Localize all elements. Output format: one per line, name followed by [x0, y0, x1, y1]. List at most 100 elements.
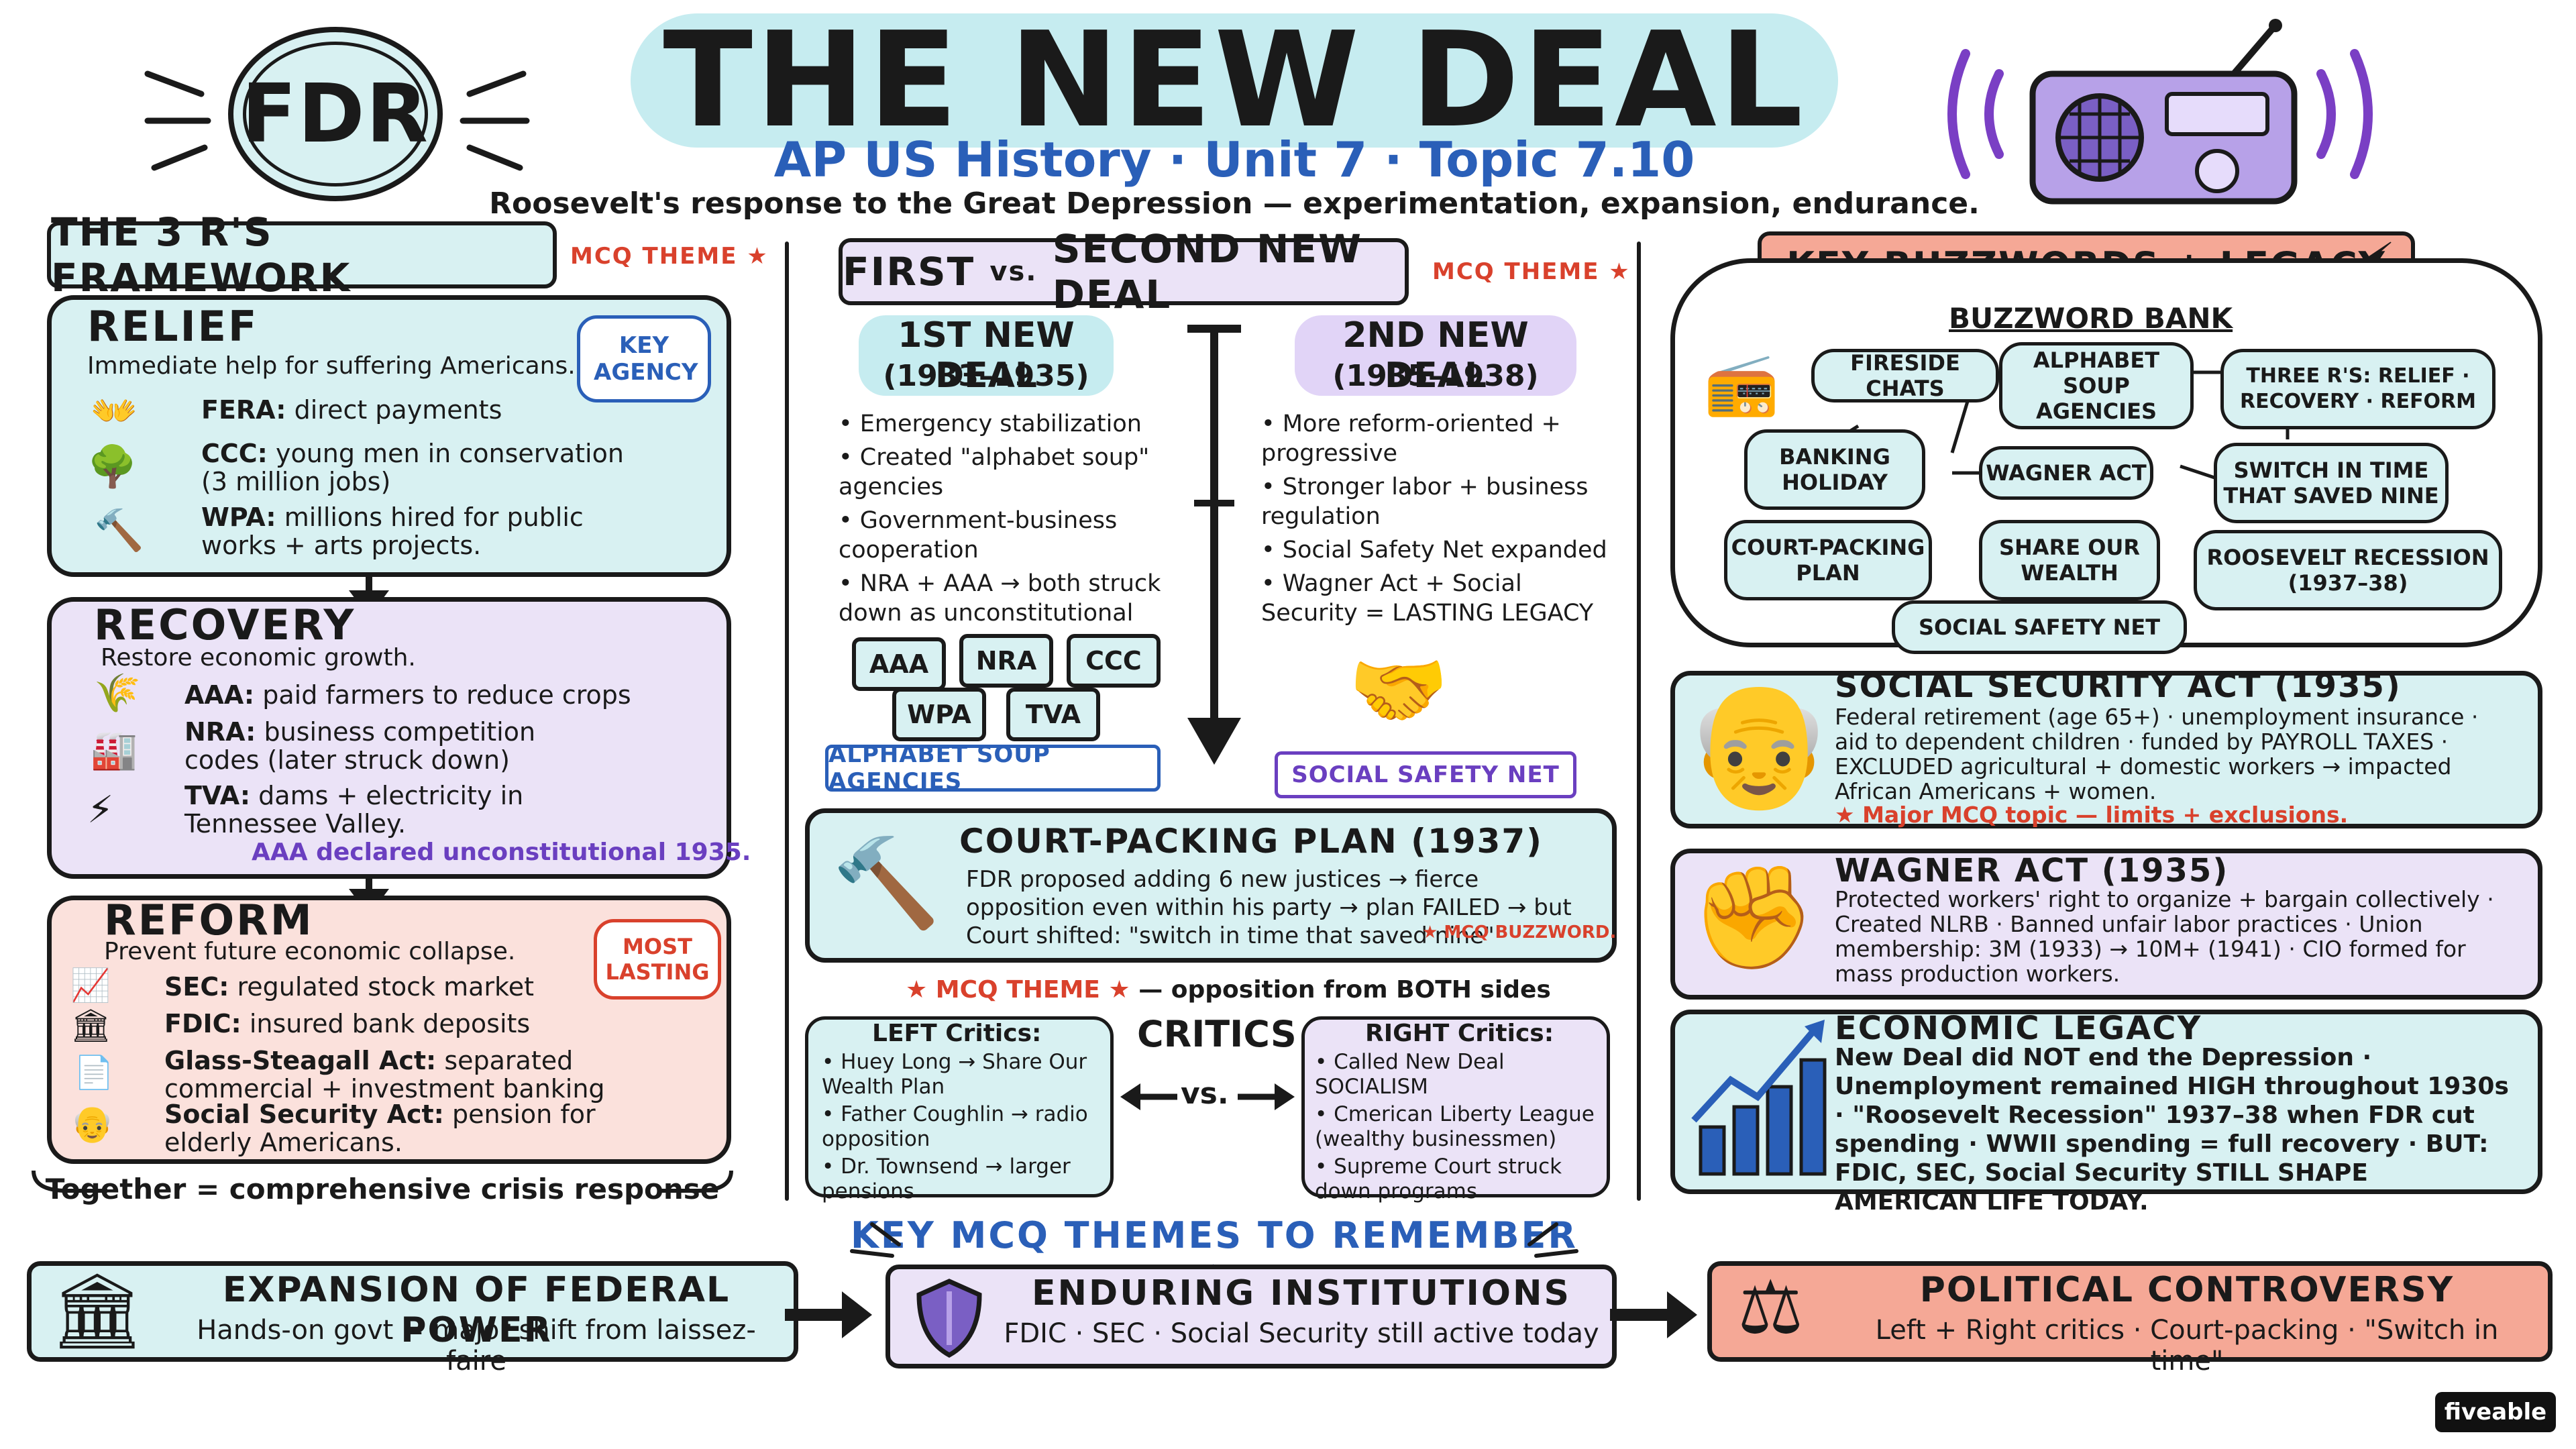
vs-arrows-icon [1120, 1083, 1295, 1110]
column-divider-right [1637, 241, 1641, 1201]
growth-chart-icon [1691, 1020, 1827, 1176]
first-deal-bullet: • Created "alphabet soup" agencies [839, 444, 1150, 500]
handshake-icon: 🤝 [1348, 644, 1449, 737]
left-critic-item: • Dr. Townsend → larger pensions [822, 1155, 1071, 1203]
right-critic-item: • Supreme Court struck down programs [1315, 1155, 1562, 1203]
middle-mcq-tag: MCQ Theme ★ [1432, 258, 1631, 285]
reform-heading: Reform [104, 896, 314, 945]
social-safety-net-label: Social Safety Net [1275, 751, 1576, 798]
elderly-person-icon: 👴 [70, 1104, 114, 1144]
capitol-icon: 🏛 [50, 1268, 144, 1354]
arrow-stem-1 [366, 577, 372, 597]
tree-shovel-icon: 🌳 [87, 443, 138, 490]
scales-icon: ⚖ [1737, 1265, 1804, 1350]
arrow-stem-2 [366, 877, 372, 896]
second-deal-bullet: • More reform-oriented + progressive [1261, 411, 1561, 467]
helping-hands-icon: 👐 [91, 390, 138, 433]
stock-chart-icon: 📈 [70, 967, 111, 1004]
ssa-tag: ★ Major MCQ topic — limits + exclusions. [1835, 802, 2349, 828]
fdr-badge-text: FDR [241, 67, 429, 161]
bank-shield-icon: 🏛 [70, 1007, 111, 1044]
left-critic-item: • Father Coughlin → radio opposition [822, 1102, 1088, 1151]
wagner-heading: Wagner Act (1935) [1835, 852, 2229, 890]
recovery-item-tva: TVA: dams + electricity in Tennessee Val… [184, 781, 524, 839]
recovery-heading: Recovery [94, 600, 356, 649]
document-icon: 📄 [74, 1054, 114, 1091]
agency-block-ccc: CCC [1067, 634, 1161, 688]
column-divider-left [785, 241, 789, 1201]
right-critic-item: • Called New Deal SOCIALISM [1315, 1050, 1505, 1099]
left-critics-heading: LEFT Critics: [872, 1020, 1042, 1047]
key-agency-badge: Key Agency [577, 315, 711, 402]
critics-vs-label: vs. [1181, 1077, 1229, 1111]
ssa-heading: Social Security Act (1935) [1835, 667, 2402, 705]
agency-block-aaa: AAA [852, 637, 946, 691]
buzzword-bank-label: Buzzword Bank [1949, 302, 2233, 335]
first-deal-heading: 1st New Deal [898, 315, 1075, 396]
elderly-man-icon: 👴 [1684, 674, 1835, 814]
first-deal-bullet: • Emergency stabilization [839, 411, 1142, 437]
chip-roosevelt-recession: Roosevelt Recession (1937–38) [2194, 530, 2502, 610]
middle-section-title: First vs. Second New Deal [839, 226, 1409, 317]
dam-lightning-icon: ⚡ [87, 788, 114, 832]
left-section-title: The 3 R's Framework [47, 209, 557, 301]
recovery-desc: Restore economic growth. [101, 644, 416, 672]
first-deal-bullet: • Government-business cooperation [839, 507, 1118, 564]
reform-item-social-security: Social Security Act: pension for elderly… [164, 1099, 596, 1157]
theme-controversy-head: Political Controversy [1919, 1270, 2455, 1310]
theme-card-enduring [885, 1265, 1617, 1368]
chip-share-our-wealth: Share Our Wealth [1979, 520, 2160, 600]
critics-mcq-tag: ★ MCQ Theme ★ — opposition from BOTH sid… [906, 976, 1551, 1004]
left-critics-list: • Huey Long → Share Our Wealth Plan • Fa… [822, 1050, 1104, 1204]
recovery-item-aaa: AAA: paid farmers to reduce crops [184, 680, 631, 710]
reform-item-sec: SEC: regulated stock market [164, 972, 534, 1002]
theme-arrow-1-icon [785, 1291, 872, 1338]
second-deal-bullet: • Wagner Act + Social Security = LASTING… [1261, 570, 1594, 627]
chip-alphabet-soup: Alphabet Soup Agencies [1999, 342, 2194, 429]
theme-federal-power-text: Hands-on govt = major shift from laissez… [197, 1315, 756, 1377]
wagner-card [1670, 849, 2542, 1000]
chip-three-rs: Three R's: Relief · Recovery · Reform [2220, 349, 2496, 429]
relief-card [47, 295, 731, 577]
relief-item-ccc: CCC: young men in conservation (3 millio… [201, 439, 624, 496]
theme-federal-power-head: Expansion of Federal Power [222, 1270, 731, 1350]
wheat-icon: 🌾 [94, 672, 141, 715]
reform-item-fdic: FDIC: insured bank deposits [164, 1009, 531, 1038]
court-packing-text: FDR proposed adding 6 new justices → fie… [966, 866, 1572, 949]
burst-lines-icon [144, 70, 530, 171]
court-packing-heading: Court-Packing Plan (1937) [959, 822, 1543, 861]
chip-wagner-act: Wagner Act [1979, 446, 2153, 500]
shield-icon [916, 1279, 982, 1358]
econ-legacy-heading: Economic Legacy [1835, 1010, 2202, 1047]
agency-block-tva: TVA [1006, 688, 1100, 741]
right-critics-card [1301, 1016, 1610, 1197]
left-critic-item: • Huey Long → Share Our Wealth Plan [822, 1050, 1087, 1099]
theme-card-federal-power [27, 1261, 798, 1362]
right-critics-list: • Called New Deal SOCIALISM • Cmerican L… [1315, 1050, 1603, 1204]
second-deal-heading: 2nd New Deal [1342, 315, 1529, 396]
chip-social-safety-net: Social Safety Net [1892, 600, 2187, 654]
fist-handshake-icon: ✊ [1690, 859, 1816, 976]
relief-item-fera: FERA: direct payments [201, 395, 502, 425]
theme-enduring-text: FDIC · SEC · Social Security still activ… [1004, 1318, 1599, 1349]
chip-banking-holiday: Banking Holiday [1744, 429, 1925, 510]
second-deal-bullets: • More reform-oriented + progressive • S… [1261, 409, 1623, 628]
page-subtitle: AP US History · Unit 7 · Topic 7.10 [773, 131, 1695, 188]
court-packing-card [805, 808, 1617, 963]
ssa-card [1670, 671, 2542, 828]
recovery-item-nra: NRA: business competition codes (later s… [184, 717, 536, 775]
theme-arrow-2-icon [1610, 1291, 1697, 1338]
theme-controversy-text: Left + Right critics · Court-packing · "… [1875, 1315, 2499, 1377]
second-deal-bullet: • Stronger labor + business regulation [1261, 474, 1589, 530]
timeline-arrow-icon [1187, 325, 1241, 765]
wagner-text: Protected workers' right to organize + b… [1835, 886, 2494, 987]
theme-card-controversy [1707, 1261, 2553, 1362]
first-deal-bullets: • Emergency stabilization • Created "alp… [839, 409, 1187, 628]
recovery-note: AAA declared unconstitutional 1935. [252, 839, 751, 866]
relief-heading: Relief [87, 302, 259, 351]
title-banner [631, 13, 1838, 148]
theme-enduring-head: Enduring Institutions [1032, 1273, 1571, 1313]
right-critics-heading: RIGHT Critics: [1365, 1020, 1554, 1047]
chip-fireside-chats: Fireside Chats [1811, 349, 1999, 402]
agency-block-wpa: WPA [892, 688, 986, 741]
